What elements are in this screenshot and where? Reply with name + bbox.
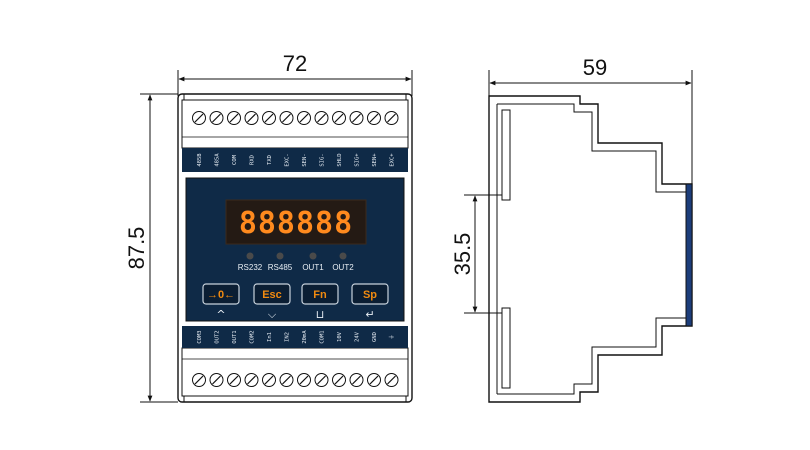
terminal-screw-icon	[384, 111, 399, 125]
terminal-label: RXD	[250, 155, 256, 165]
terminal-label: COM	[232, 154, 238, 165]
side-depth-label: 59	[583, 55, 607, 80]
terminal-screw-icon	[384, 373, 399, 387]
terminal-screw-icon	[367, 373, 381, 387]
terminal-label: ⏚	[389, 334, 396, 340]
up-arrow-icon: ^	[216, 308, 225, 321]
top-terminal-strip	[182, 148, 408, 172]
indicator-label: OUT2	[332, 263, 354, 272]
indicator-rs232: RS232	[238, 252, 263, 272]
zero-key[interactable]: →0←	[202, 283, 240, 305]
zero-key-label: →0←	[207, 289, 235, 301]
terminal-label: SEN-	[302, 153, 308, 166]
terminal-screw-icon	[314, 111, 329, 125]
indicator-label: RS232	[238, 263, 263, 272]
terminal-screw-icon	[349, 111, 364, 125]
terminal-label: SIG+	[355, 153, 361, 167]
terminal-screw-icon	[332, 373, 346, 387]
top-terminal-screws	[192, 111, 399, 125]
terminal-label: OUT1	[232, 330, 238, 343]
terminal-label: OUT2	[215, 330, 221, 343]
terminal-screw-icon	[279, 111, 294, 125]
terminal-label: SHLD	[337, 153, 343, 166]
terminal-screw-icon	[244, 111, 259, 125]
fn-key[interactable]: Fn	[301, 283, 339, 305]
indicator-led-icon	[339, 252, 347, 260]
terminal-screw-icon	[227, 373, 241, 387]
indicator-out1: OUT1	[302, 252, 324, 272]
sp-key-label: Sp	[363, 289, 377, 301]
bottom-terminal-screws	[192, 373, 399, 387]
esc-key-label: Esc	[262, 289, 282, 301]
front-panel-edge	[685, 183, 693, 327]
terminal-label: GND	[372, 332, 378, 342]
front-width-label: 72	[283, 51, 307, 76]
terminal-screw-icon	[279, 373, 294, 387]
enter-icon: ↵	[365, 308, 374, 321]
terminal-screw-icon	[349, 373, 364, 387]
terminal-screw-icon	[314, 373, 329, 387]
terminal-label: 485A	[215, 153, 221, 167]
terminal-screw-icon	[244, 373, 259, 387]
terminal-label: 20mA	[302, 330, 308, 344]
shift-icon: ⊔	[316, 308, 325, 321]
bottom-terminal-labels: COM3 OUT2 OUT1 COM2 In1 IN2 20mA COM1 10V 24V GND ⏚	[197, 330, 396, 344]
front-height-label: 87.5	[124, 227, 149, 270]
esc-key[interactable]: Esc	[253, 283, 291, 305]
terminal-screw-icon	[262, 111, 276, 125]
terminal-label: 24V	[355, 331, 361, 342]
indicator-rs485: RS485	[268, 252, 293, 272]
terminal-label: In1	[267, 332, 273, 342]
terminal-screw-icon	[209, 111, 224, 125]
led-display	[225, 199, 367, 245]
terminal-label: COM2	[250, 330, 256, 343]
top-terminal-labels: 485B 485A COM RXD TXD EXC- SEN- SIG- SHLD SIG+ SEN…	[197, 153, 396, 167]
height-dimension: 87.5	[124, 93, 178, 403]
terminal-screw-icon	[209, 373, 224, 387]
terminal-screw-icon	[297, 373, 311, 387]
fn-key-label: Fn	[313, 289, 327, 301]
terminal-screw-icon	[192, 111, 206, 125]
terminal-screw-icon	[262, 373, 276, 387]
sp-key[interactable]: Sp	[351, 283, 389, 305]
display-digits: 888888	[239, 206, 353, 241]
bottom-terminal-strip	[182, 326, 408, 348]
indicator-label: OUT1	[302, 263, 324, 272]
terminal-label: IN2	[285, 332, 291, 342]
terminal-screw-icon	[297, 111, 311, 125]
terminal-screw-icon	[192, 373, 206, 387]
terminal-screw-icon	[367, 111, 381, 125]
front-view: 72 87.5 485B 485A COM RXD TXD EXC- SEN- SIG- SHL…	[124, 51, 413, 403]
terminal-label: COM1	[320, 330, 326, 343]
terminal-label: COM3	[197, 330, 203, 343]
indicator-label: RS485	[268, 263, 293, 272]
terminal-label: 10V	[337, 331, 343, 342]
width-dimension: 72	[177, 51, 413, 96]
terminal-label: SEN+	[372, 153, 378, 167]
terminal-screw-icon	[227, 111, 241, 125]
terminal-label: SIG-	[320, 153, 326, 166]
rail-dimension: 35.5	[450, 194, 500, 314]
indicator-led-icon	[309, 252, 317, 260]
indicator-out2: OUT2	[332, 252, 354, 272]
terminal-label: TXD	[267, 155, 273, 165]
terminal-label: 485B	[197, 153, 203, 167]
terminal-screw-icon	[332, 111, 346, 125]
indicator-led-icon	[276, 252, 284, 260]
terminal-label: EXC+	[390, 153, 396, 167]
side-view: 59 35.5	[450, 55, 693, 403]
rail-height-label: 35.5	[450, 233, 475, 276]
depth-dimension: 59	[488, 55, 693, 184]
side-profile-outline	[488, 95, 693, 403]
terminal-label: EXC-	[285, 153, 291, 166]
down-arrow-icon: ⌵	[268, 308, 277, 321]
indicator-led-icon	[246, 252, 254, 260]
